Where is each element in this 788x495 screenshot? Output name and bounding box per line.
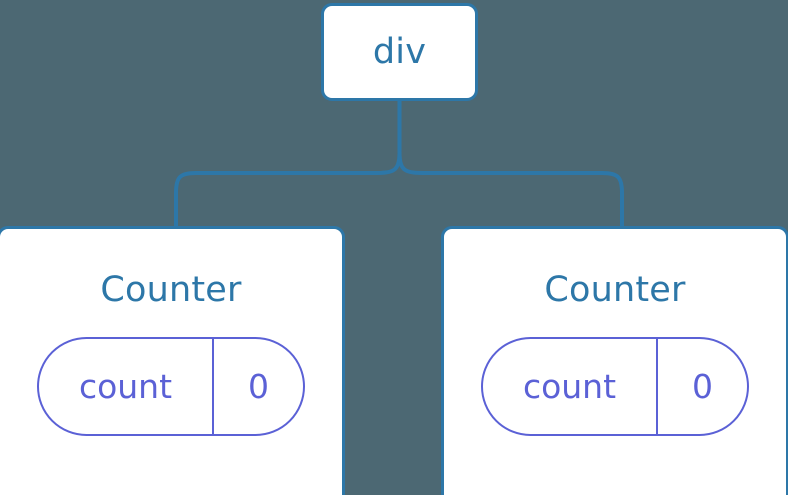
- node-counter-left[interactable]: Counter count 0: [0, 226, 345, 495]
- node-counter-left-label: Counter: [100, 270, 242, 310]
- state-value-left: 0: [212, 339, 303, 434]
- node-div[interactable]: div: [321, 3, 478, 101]
- connector-branch-left: [174, 150, 402, 230]
- state-key-right: count: [522, 367, 617, 406]
- state-pill-left[interactable]: count 0: [37, 337, 305, 436]
- node-div-label: div: [372, 31, 427, 72]
- state-key-left: count: [78, 367, 173, 406]
- connector-branch-right: [397, 150, 624, 230]
- state-value-right: 0: [656, 339, 747, 434]
- node-counter-right[interactable]: Counter count 0: [441, 226, 788, 495]
- state-pill-right[interactable]: count 0: [481, 337, 749, 436]
- node-counter-right-label: Counter: [544, 270, 686, 310]
